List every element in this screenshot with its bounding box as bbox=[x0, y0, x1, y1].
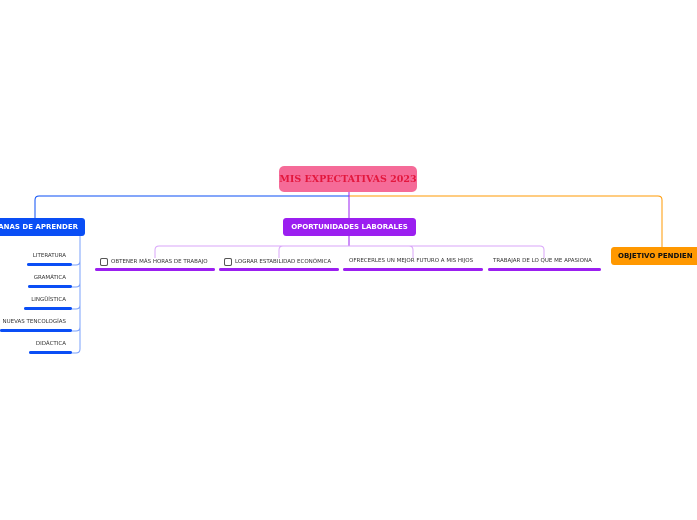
branch-objetivo[interactable]: OBJETIVO PENDIEN bbox=[611, 247, 697, 265]
topic-label: OBTENER MÁS HORAS DE TRABAJO bbox=[111, 259, 208, 265]
topic-didactica[interactable]: DIDÁCTICA bbox=[36, 341, 66, 347]
topic-apasiona[interactable]: TRABAJAR DE LO QUE ME APASIONA bbox=[493, 258, 592, 264]
branch-laborales-label: OPORTUNIDADES LABORALES bbox=[291, 223, 408, 231]
topic-underline bbox=[0, 329, 72, 332]
topic-gramatica[interactable]: GRAMÁTICA bbox=[34, 275, 66, 281]
topic-underline bbox=[27, 263, 72, 266]
topic-underline bbox=[219, 268, 339, 271]
topic-underline bbox=[28, 285, 72, 288]
branch-laborales[interactable]: OPORTUNIDADES LABORALES bbox=[283, 218, 416, 236]
topic-futuro-hijos[interactable]: OFRECERLES UN MEJOR FUTURO A MIS HIJOS bbox=[349, 258, 473, 264]
branch-aprender[interactable]: ANAS DE APRENDER bbox=[0, 218, 85, 236]
topic-nuevas-tecnologias[interactable]: NUEVAS TENCOLOGÍAS bbox=[3, 319, 66, 325]
topic-underline bbox=[488, 268, 601, 271]
topic-label: LINGÜÍSTICA bbox=[31, 297, 66, 303]
topic-underline bbox=[343, 268, 483, 271]
topic-underline bbox=[29, 351, 72, 354]
checkbox-icon[interactable] bbox=[224, 258, 232, 266]
topic-label: NUEVAS TENCOLOGÍAS bbox=[2, 319, 66, 325]
branch-aprender-label: ANAS DE APRENDER bbox=[0, 223, 78, 231]
topic-horas-trabajo[interactable]: OBTENER MÁS HORAS DE TRABAJO bbox=[100, 258, 208, 266]
branch-objetivo-label: OBJETIVO PENDIEN bbox=[618, 252, 693, 260]
topic-label: GRAMÁTICA bbox=[33, 275, 66, 281]
root-node[interactable]: MIS EXPECTATIVAS 2023 bbox=[279, 166, 417, 192]
topic-underline bbox=[24, 307, 72, 310]
topic-label: DIDÁCTICA bbox=[35, 341, 66, 347]
topic-literatura[interactable]: LITERATURA bbox=[33, 253, 66, 259]
topic-label: TRABAJAR DE LO QUE ME APASIONA bbox=[493, 258, 592, 264]
topic-label: OFRECERLES UN MEJOR FUTURO A MIS HIJOS bbox=[349, 258, 474, 264]
topic-estabilidad[interactable]: LOGRAR ESTABILIDAD ECONÓMICA bbox=[224, 258, 331, 266]
checkbox-icon[interactable] bbox=[100, 258, 108, 266]
root-title: MIS EXPECTATIVAS 2023 bbox=[279, 173, 417, 185]
topic-label: LITERATURA bbox=[32, 253, 66, 259]
topic-label: LOGRAR ESTABILIDAD ECONÓMICA bbox=[235, 259, 332, 265]
topic-linguistica[interactable]: LINGÜÍSTICA bbox=[31, 297, 66, 303]
topic-underline bbox=[95, 268, 215, 271]
